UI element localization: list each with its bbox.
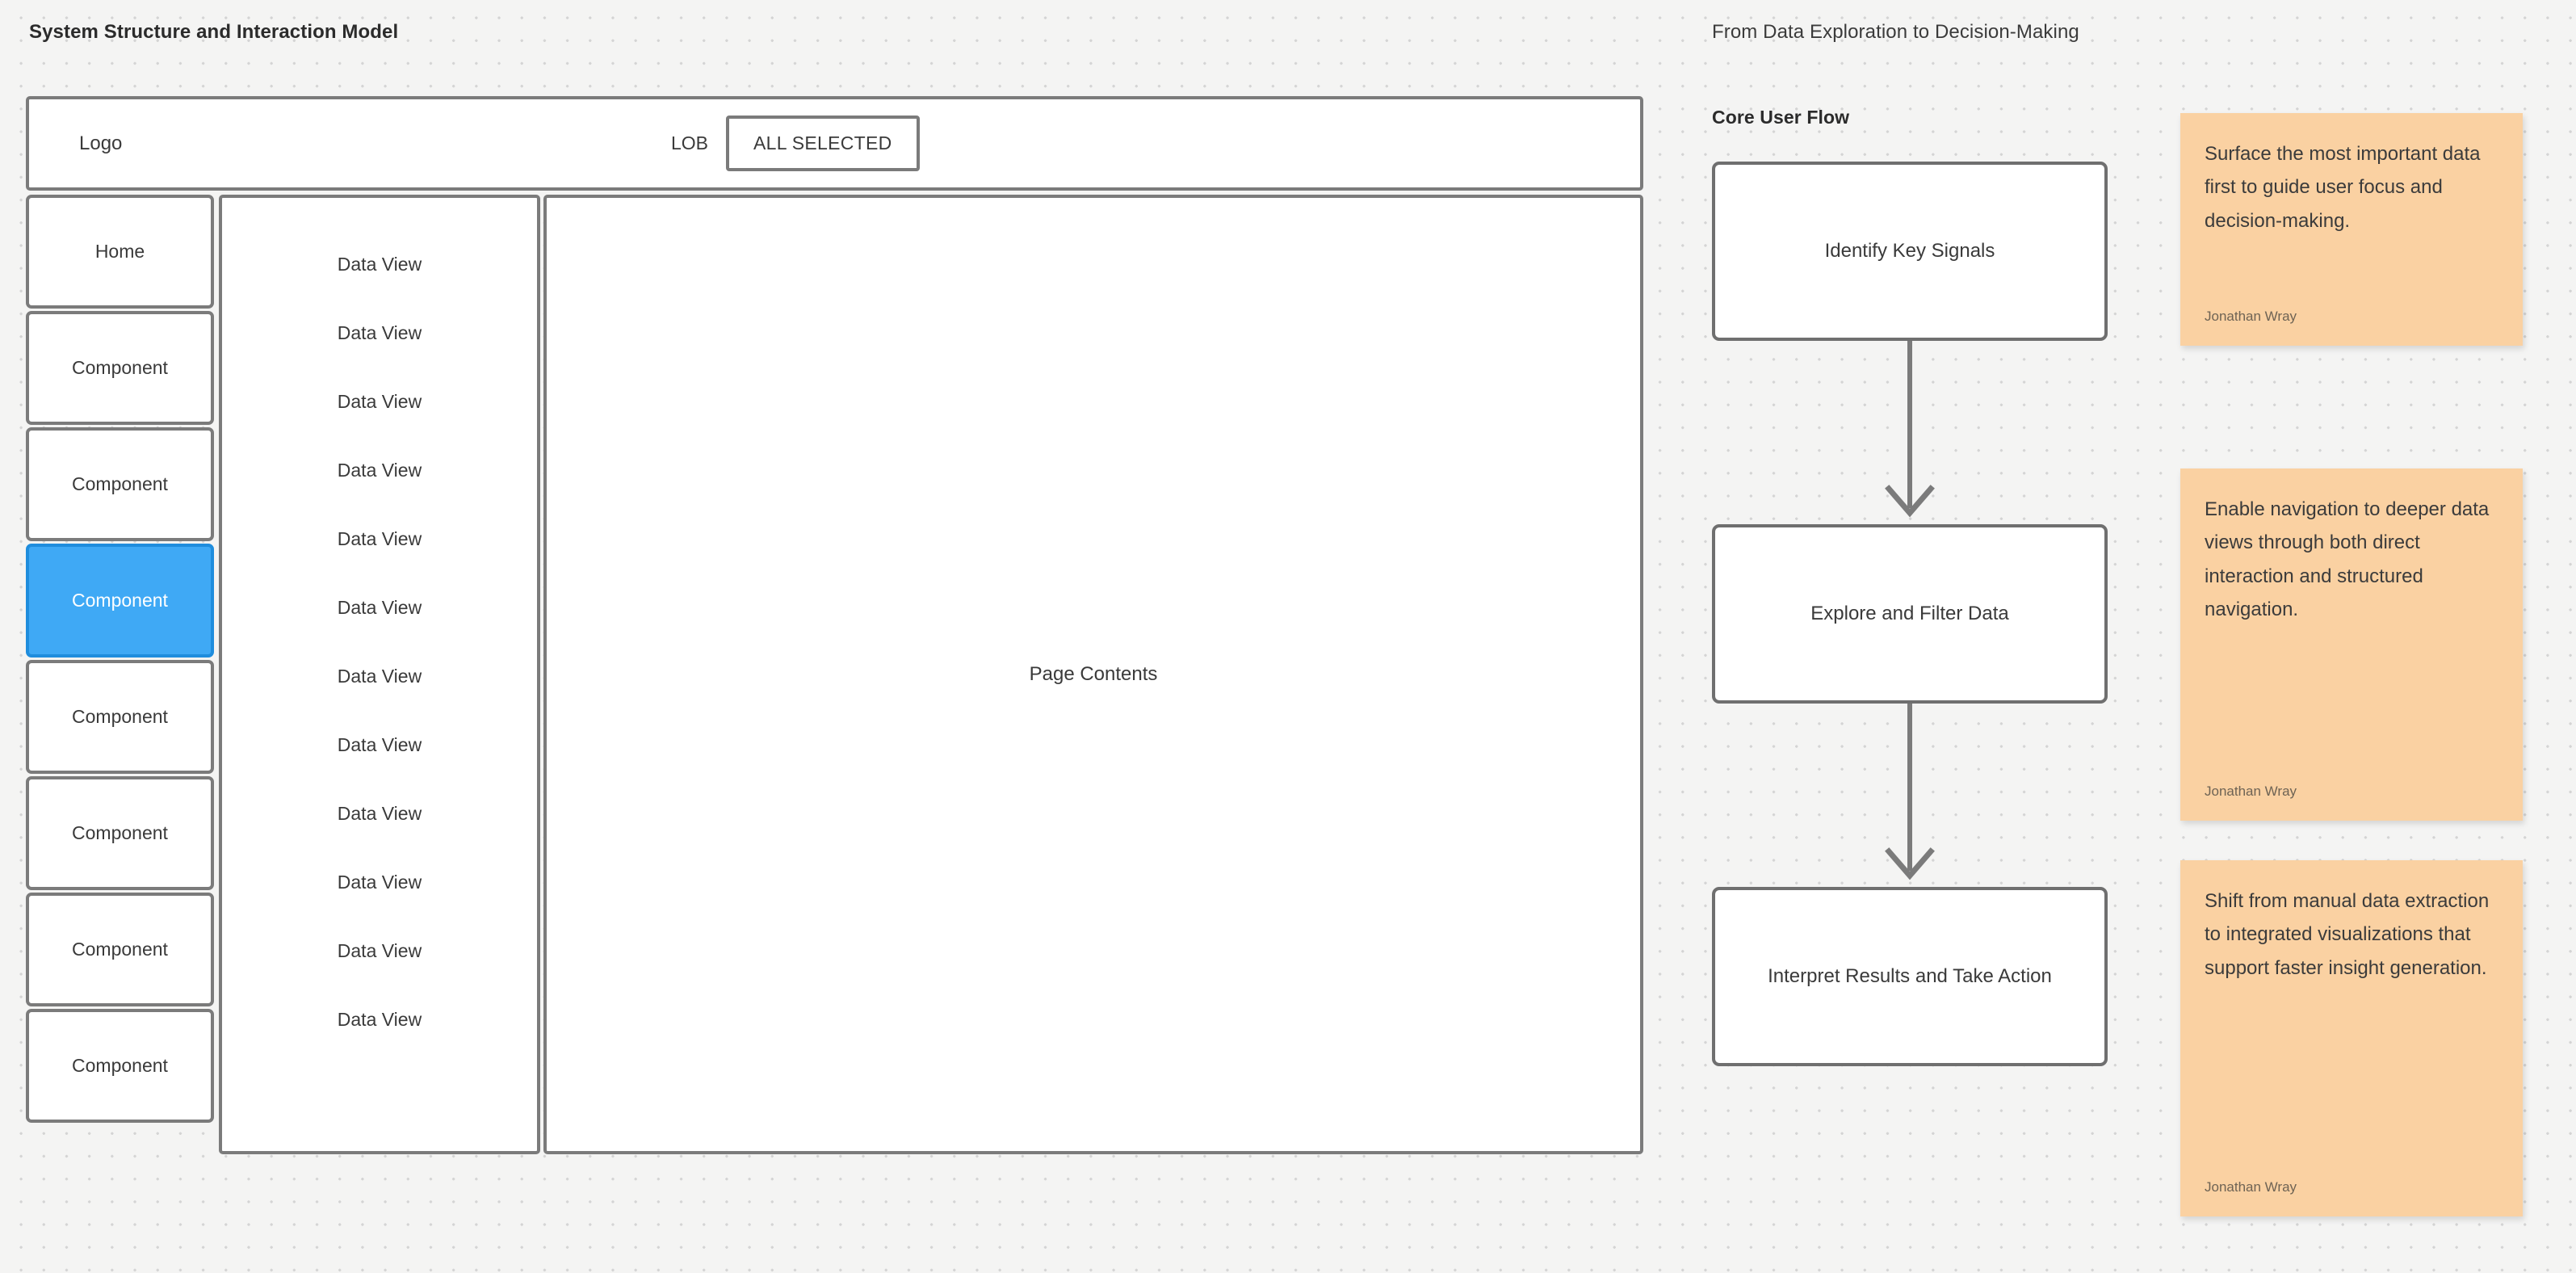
sticky-note-text: Enable navigation to deeper data views t…: [2205, 498, 2490, 620]
sticky-note[interactable]: Surface the most important data first to…: [2180, 113, 2523, 346]
core-user-flow-diagram: Identify Key Signals Explore and Filter …: [1712, 162, 2108, 1066]
sticky-note[interactable]: Shift from manual data extraction to int…: [2180, 860, 2523, 1216]
flow-step-2[interactable]: Explore and Filter Data: [1712, 524, 2108, 704]
page-contents-panel: Page Contents: [543, 195, 1643, 1154]
all-selected-button[interactable]: ALL SELECTED: [726, 116, 920, 171]
data-view-item[interactable]: Data View: [337, 254, 422, 275]
sidebar-item-label: Component: [72, 706, 168, 727]
data-view-item[interactable]: Data View: [337, 391, 422, 412]
data-view-item[interactable]: Data View: [337, 734, 422, 755]
sticky-note-author: Jonathan Wray: [2205, 784, 2297, 799]
sticky-note-text: Surface the most important data first to…: [2205, 143, 2481, 232]
sidebar-item-component-3[interactable]: Component: [26, 544, 214, 658]
data-view-item[interactable]: Data View: [337, 1009, 422, 1030]
sidebar-item-label: Component: [72, 1055, 168, 1076]
sidebar-item-label: Component: [72, 939, 168, 960]
data-view-item[interactable]: Data View: [337, 940, 422, 961]
sidebar-item-home-0[interactable]: Home: [26, 195, 214, 309]
sidebar-item-component-2[interactable]: Component: [26, 427, 214, 541]
flow-step-1[interactable]: Identify Key Signals: [1712, 162, 2108, 341]
sidebar-item-label: Home: [94, 241, 145, 262]
sidebar-item-label: Component: [72, 590, 168, 611]
core-user-flow-heading: Core User Flow: [1712, 107, 1850, 128]
wireframe-topbar: Logo LOB ALL SELECTED: [26, 96, 1643, 191]
sidebar-item-component-6[interactable]: Component: [26, 893, 214, 1006]
sticky-note[interactable]: Enable navigation to deeper data views t…: [2180, 468, 2523, 821]
lob-selector-group: LOB ALL SELECTED: [671, 116, 920, 171]
page-contents-label: Page Contents: [1029, 663, 1158, 685]
sidebar-item-label: Component: [72, 473, 168, 494]
page-title-right: From Data Exploration to Decision-Making: [1712, 21, 2079, 43]
sticky-note-author: Jonathan Wray: [2205, 309, 2297, 324]
sticky-note-author: Jonathan Wray: [2205, 1179, 2297, 1195]
data-view-item[interactable]: Data View: [337, 872, 422, 893]
data-view-item[interactable]: Data View: [337, 597, 422, 618]
data-view-item[interactable]: Data View: [337, 803, 422, 824]
sidebar-item-label: Component: [72, 357, 168, 378]
sidebar-item-component-7[interactable]: Component: [26, 1009, 214, 1123]
logo-placeholder: Logo: [79, 132, 123, 154]
data-view-item[interactable]: Data View: [337, 460, 422, 481]
flow-arrow-2-to-3: [1885, 704, 1935, 880]
data-view-item[interactable]: Data View: [337, 666, 422, 687]
flow-step-3[interactable]: Interpret Results and Take Action: [1712, 887, 2108, 1066]
sidebar-item-component-5[interactable]: Component: [26, 776, 214, 890]
flow-arrow-1-to-2: [1885, 341, 1935, 518]
data-view-item[interactable]: Data View: [337, 528, 422, 549]
lob-label: LOB: [671, 132, 709, 153]
sidebar-item-label: Component: [72, 822, 168, 843]
data-view-item[interactable]: Data View: [337, 322, 422, 343]
page-title-left: System Structure and Interaction Model: [29, 21, 399, 43]
sticky-note-text: Shift from manual data extraction to int…: [2205, 890, 2490, 979]
sidebar-item-component-1[interactable]: Component: [26, 311, 214, 425]
sidebar-item-component-4[interactable]: Component: [26, 660, 214, 774]
